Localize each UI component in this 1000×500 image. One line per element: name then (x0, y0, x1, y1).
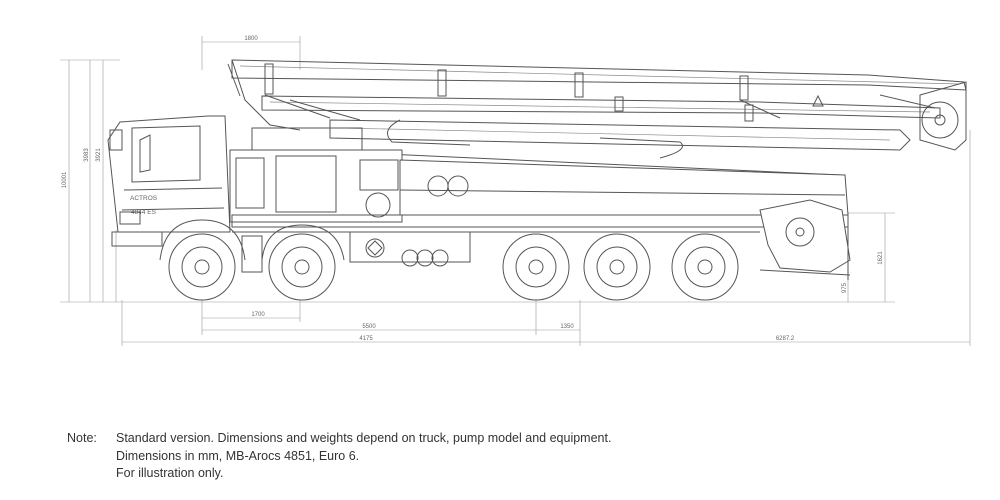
wheel-3 (503, 234, 569, 300)
dim-wheelbase: 5500 (362, 324, 376, 330)
dim-total-height: 10001 (62, 171, 68, 188)
wheels (160, 220, 738, 300)
dim-axle-rear: 1350 (560, 324, 574, 330)
dim-height-3: 3921 (96, 148, 102, 162)
note-label: Note: (67, 431, 97, 445)
wheel-1 (169, 234, 235, 300)
dim-overhang-height: 975 (842, 282, 848, 293)
note-line-1: Standard version. Dimensions and weights… (116, 431, 612, 445)
dim-front-length: 4175 (359, 336, 373, 342)
dim-top-width: 1800 (244, 36, 258, 42)
wheel-2 (269, 234, 335, 300)
note-line-2: Dimensions in mm, MB-Arocs 4851, Euro 6. (116, 448, 360, 463)
dimension-lines (60, 36, 970, 346)
cab-model-label: 4844 ES (131, 209, 157, 216)
wheel-4 (584, 234, 650, 300)
wheel-5 (672, 234, 738, 300)
concrete-pump-truck-drawing: 1800 10001 3983 3921 1621 921 975 1700 5… (0, 36, 1000, 400)
dim-rear-length: 6287.2 (776, 336, 795, 342)
dim-axle-1: 1700 (251, 312, 265, 318)
cab-brand-label: ACTROS (130, 195, 158, 202)
truck-body: ACTROS 4844 ES (108, 116, 850, 280)
dim-height-2: 3983 (84, 148, 90, 162)
dim-rear-height: 1621 (878, 251, 884, 265)
note-body: Standard version. Dimensions and weights… (116, 430, 611, 483)
note-line-3: For illustration only. (116, 466, 224, 480)
